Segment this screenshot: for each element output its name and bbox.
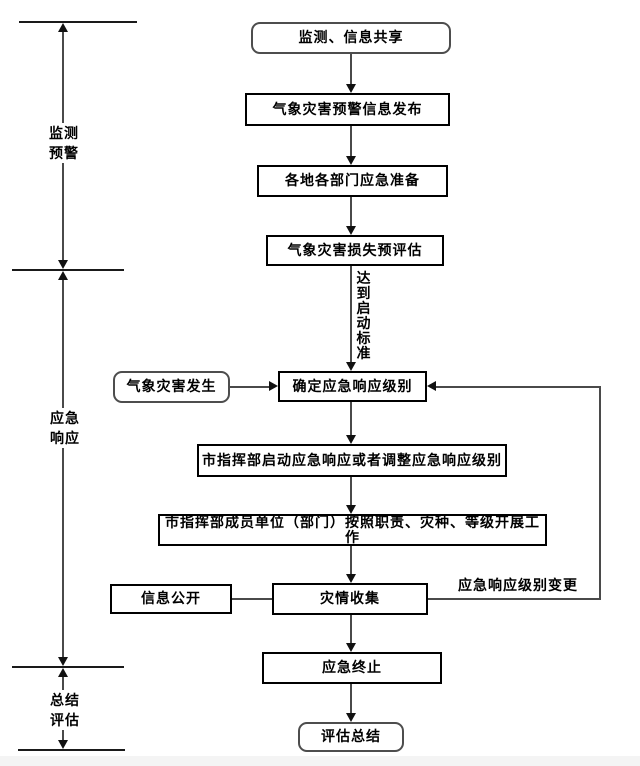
phase-label-text: 预警 [49, 145, 79, 161]
phase-axis-divider-1 [12, 269, 124, 271]
node-label: 市指挥部成员单位（部门）按照职责、灾种、等级开展工作 [165, 513, 540, 545]
connector-line [350, 125, 352, 156]
feedback-line-right [599, 387, 601, 600]
arrow-down-icon [346, 713, 356, 722]
arrow-down-icon [346, 226, 356, 235]
phase-axis-bottom-line [18, 749, 125, 751]
connector-line [350, 477, 352, 505]
feedback-line-top [436, 386, 601, 388]
arrow-down-icon [346, 156, 356, 165]
node-loss-pre-assessment: 气象灾害损失预评估 [266, 235, 444, 266]
phase-axis-top-line [19, 21, 137, 23]
phase-label-text: 总结 [50, 692, 80, 708]
phase-label-text: 监测 [49, 125, 79, 141]
node-label: 监测、信息共享 [298, 29, 404, 46]
node-label: 确定应急响应级别 [292, 377, 413, 394]
arrow-down-icon [346, 505, 356, 514]
node-emergency-termination: 应急终止 [262, 652, 442, 684]
feedback-line-bottom [428, 598, 601, 600]
arrow-down-icon [346, 362, 356, 371]
node-label: 气象灾害预警信息发布 [272, 100, 423, 117]
connector-line [232, 598, 272, 600]
connector-line [350, 197, 352, 226]
arrow-down-icon [346, 574, 356, 583]
node-information-disclosure: 信息公开 [110, 584, 232, 614]
node-disaster-info-collection: 灾情收集 [272, 583, 428, 615]
node-determine-response-level: 确定应急响应级别 [278, 371, 427, 402]
edge-label-start-criteria: 达到启动标准 [356, 270, 371, 361]
connector-line [350, 54, 352, 86]
arrow-down-icon [346, 643, 356, 652]
arrow-down-icon [58, 260, 68, 269]
node-label: 市指挥部启动应急响应或者调整应急响应级别 [202, 451, 502, 468]
arrow-down-icon [346, 84, 356, 93]
arrow-up-icon [58, 271, 68, 280]
node-emergency-preparation: 各地各部门应急准备 [257, 165, 448, 197]
phase-label-emergency-response: 应急 响应 [47, 408, 83, 448]
node-label: 信息公开 [141, 590, 201, 607]
connector-line [350, 402, 352, 435]
node-start-or-adjust-response: 市指挥部启动应急响应或者调整应急响应级别 [197, 444, 507, 477]
arrow-left-icon [427, 381, 436, 391]
arrow-right-icon [269, 381, 278, 391]
node-label: 评估总结 [321, 728, 381, 745]
node-disaster-occurs: 气象灾害发生 [113, 371, 230, 403]
phase-axis-line-2 [62, 279, 64, 659]
node-label: 气象灾害发生 [126, 378, 217, 395]
phase-label-text: 响应 [50, 430, 80, 446]
phase-label-monitoring-warning: 监测 预警 [46, 123, 82, 163]
node-warning-info-release: 气象灾害预警信息发布 [245, 93, 450, 126]
phase-label-text: 评估 [50, 712, 80, 728]
node-label: 应急终止 [322, 659, 382, 676]
node-label: 气象灾害损失预评估 [287, 241, 423, 258]
phase-label-text: 应急 [50, 410, 80, 426]
node-label: 各地各部门应急准备 [285, 172, 420, 189]
node-member-units-work: 市指挥部成员单位（部门）按照职责、灾种、等级开展工作 [158, 514, 547, 546]
connector-line [350, 615, 352, 643]
connector-line [350, 266, 352, 362]
edge-label-response-level-change: 应急响应级别变更 [458, 577, 578, 593]
arrow-down-icon [58, 740, 68, 749]
arrow-up-icon [58, 23, 68, 32]
arrow-down-icon [346, 435, 356, 444]
arrow-up-icon [58, 668, 68, 677]
connector-line [350, 546, 352, 574]
connector-line [350, 684, 352, 713]
phase-label-summary-evaluation: 总结 评估 [47, 690, 83, 730]
node-monitoring-info-sharing: 监测、信息共享 [251, 22, 451, 54]
arrow-down-icon [58, 657, 68, 666]
phase-axis-divider-2 [12, 666, 124, 668]
connector-line [230, 386, 269, 388]
page-edge-strip [0, 756, 640, 766]
node-label: 灾情收集 [320, 590, 380, 607]
node-evaluation-summary: 评估总结 [298, 722, 404, 752]
